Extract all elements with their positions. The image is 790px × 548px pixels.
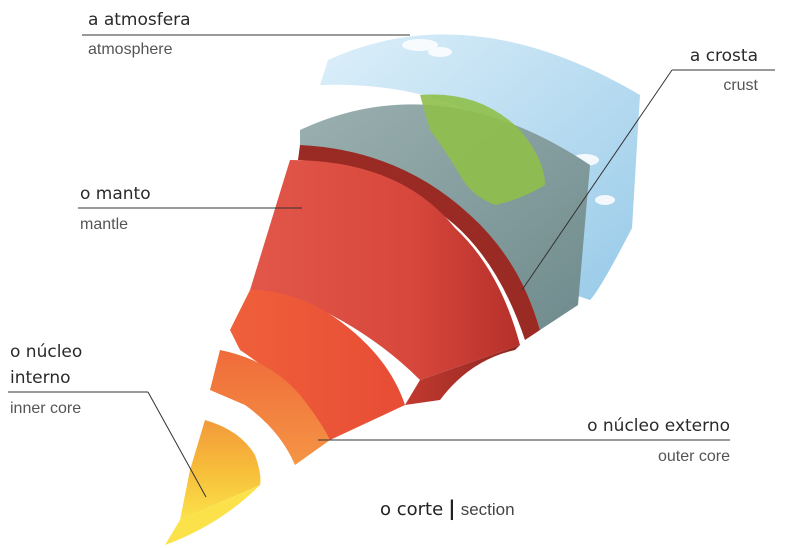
atmosphere-label-en: atmosphere [88,42,173,58]
atmosphere-label-pt: a atmosfera [88,12,191,29]
inner-core-leader-diagonal [148,392,206,497]
mantle-label-en: mantle [80,217,128,233]
caption: o corte | section [380,498,515,519]
crust-label-en: crust [723,78,758,94]
caption-en: section [461,500,515,519]
crust-label-pt: a crosta [690,48,758,65]
inner-core-label-en: inner core [10,401,81,417]
caption-pt: o corte [380,499,443,520]
inner-core-label-pt-line1: o núcleo [10,344,82,361]
caption-separator: | [448,496,455,520]
outer-core-label-pt: o núcleo externo [587,418,730,435]
outer-core-label-en: outer core [658,449,730,465]
inner-core-label-pt-line2: interno [10,370,71,387]
mantle-label-pt: o manto [80,186,151,203]
